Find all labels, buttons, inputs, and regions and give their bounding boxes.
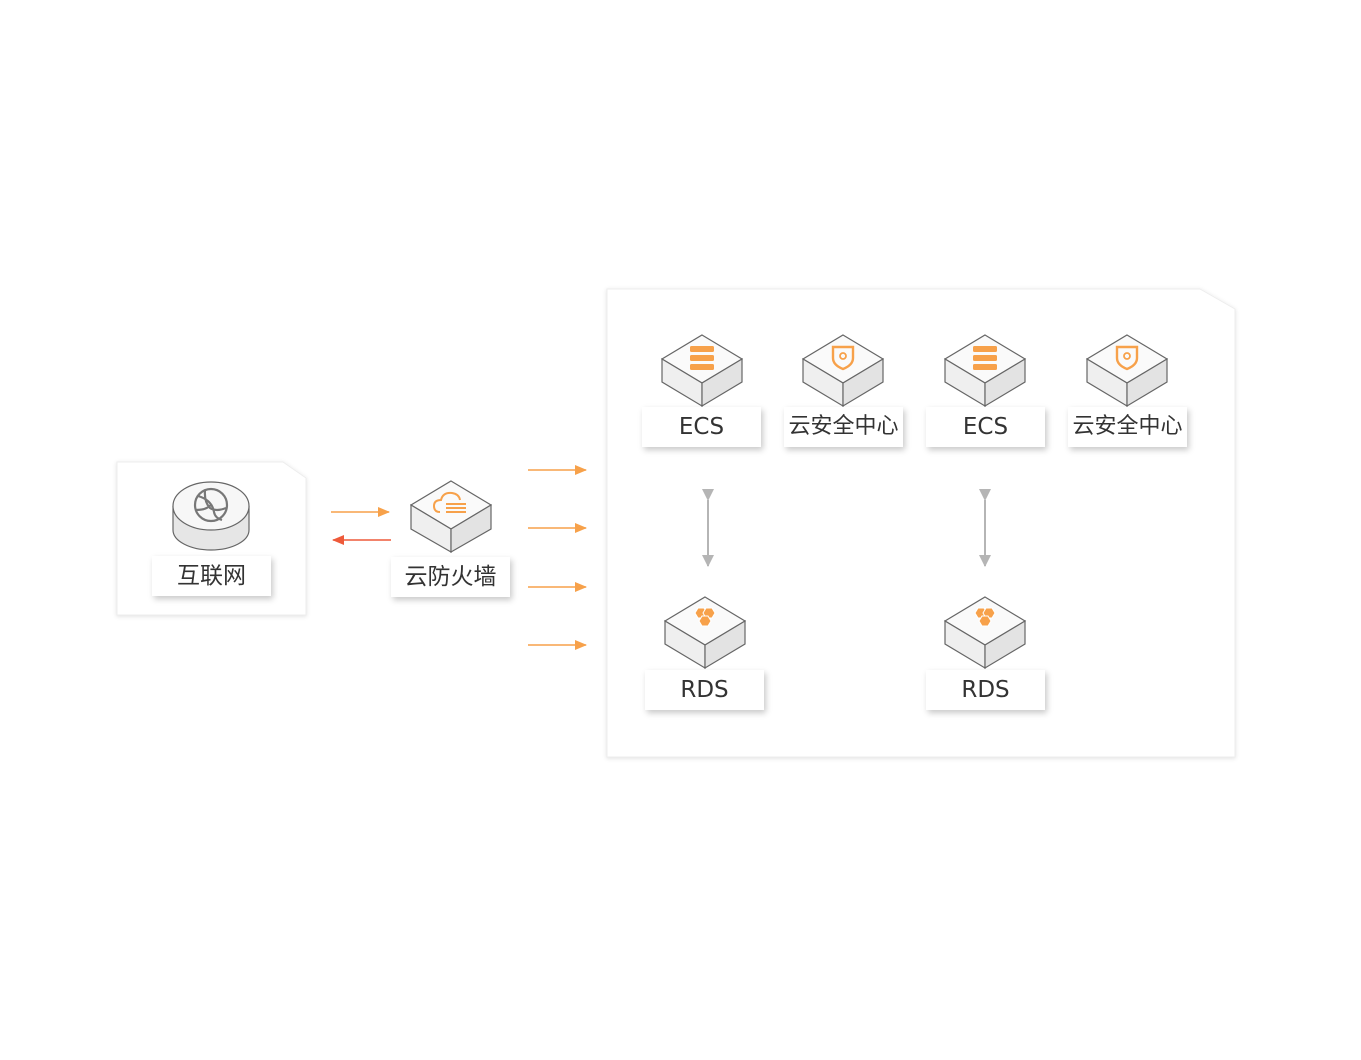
shield-icon xyxy=(831,345,855,371)
security-center-node-2 xyxy=(1085,334,1169,408)
firewall-label: 云防火墙 xyxy=(391,557,510,597)
rds-label-1: RDS xyxy=(645,670,764,710)
ecs-node-2 xyxy=(943,334,1027,408)
shield-icon xyxy=(1115,345,1139,371)
rds-node-2 xyxy=(943,596,1027,670)
rds-label-2: RDS xyxy=(926,670,1045,710)
server-stack-icon xyxy=(973,346,997,370)
security-center-label-1: 云安全中心 xyxy=(784,407,903,447)
internet-label: 互联网 xyxy=(152,556,271,596)
ecs-node-1 xyxy=(660,334,744,408)
security-center-node-1 xyxy=(801,334,885,408)
globe-icon xyxy=(193,487,229,523)
ecs-label-2: ECS xyxy=(926,407,1045,447)
cloud-firewall-icon xyxy=(432,491,466,513)
ecs-label-1: ECS xyxy=(642,407,761,447)
vpc-panel xyxy=(606,288,1236,758)
internet-node xyxy=(172,481,250,551)
database-hex-icon xyxy=(694,607,716,627)
rds-node-1 xyxy=(663,596,747,670)
firewall-node xyxy=(409,480,493,554)
database-hex-icon xyxy=(974,607,996,627)
server-stack-icon xyxy=(690,346,714,370)
security-center-label-2: 云安全中心 xyxy=(1068,407,1187,447)
